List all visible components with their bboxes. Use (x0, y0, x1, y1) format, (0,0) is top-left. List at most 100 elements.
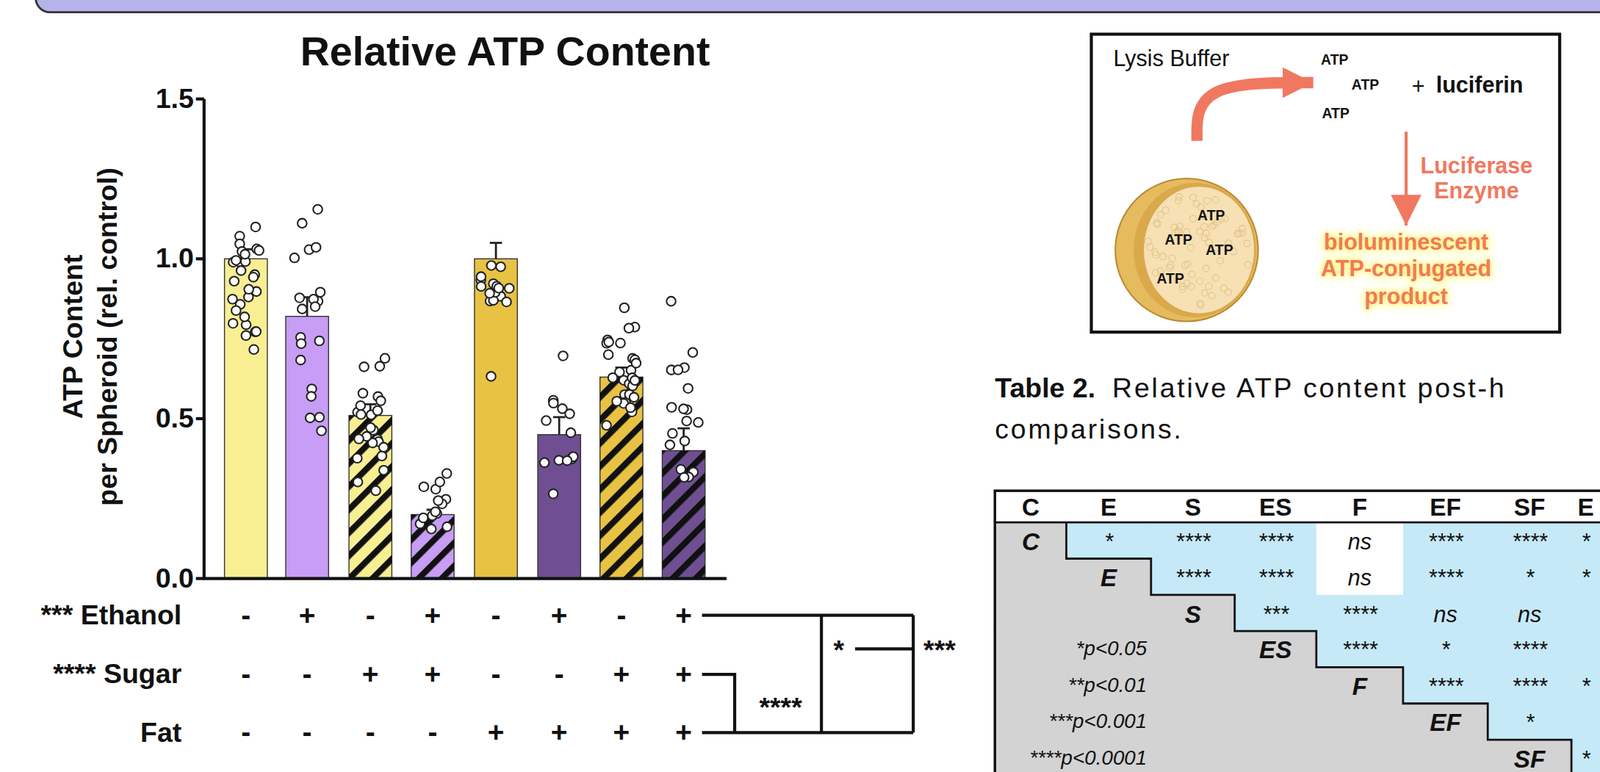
data-point (312, 204, 323, 215)
data-point (631, 358, 642, 369)
tick-label: 0.0 (155, 564, 194, 593)
table-cell-value: **** (1428, 674, 1464, 698)
table-cell (1403, 667, 1489, 704)
factor-sign: - (302, 717, 313, 748)
node-text: ATP (1205, 242, 1233, 258)
product-label: bioluminescent ATP-conjugated product (1303, 229, 1509, 311)
data-point (666, 296, 676, 307)
data-point (356, 401, 366, 411)
reaction-arrow (1196, 83, 1313, 142)
factor-sign: - (491, 600, 502, 631)
table-header: C (1021, 494, 1040, 521)
data-point (558, 351, 568, 361)
node-text: Lysis Buffer (1112, 46, 1230, 70)
table-cell (1066, 631, 1152, 668)
table-cell-value: **** (1428, 529, 1464, 554)
error-bar (239, 249, 252, 259)
bar-hatch (661, 450, 705, 579)
table-cell-value: **** (1511, 674, 1548, 698)
data-point (373, 406, 383, 416)
p-value-key: *p<0.05 (1076, 638, 1148, 660)
data-point (476, 282, 487, 292)
tick-label: 0.5 (155, 404, 194, 433)
significance-stars: * (833, 636, 845, 666)
data-point (297, 218, 308, 229)
table-cell (1234, 595, 1318, 632)
table-cell (1487, 703, 1573, 741)
data-point (484, 288, 495, 299)
table-cell (1151, 522, 1236, 560)
data-point (678, 404, 689, 414)
table-cell (1571, 739, 1600, 772)
data-point (442, 522, 452, 532)
data-point (254, 246, 264, 256)
table-row-label: EF (1429, 709, 1462, 736)
tick-label: 1.0 (155, 243, 194, 273)
error-bar (677, 428, 690, 451)
bar (537, 434, 581, 579)
p-value-key: ***p<0.001 (1049, 711, 1148, 733)
significance-stars: *** (923, 636, 956, 666)
table-cell (1571, 667, 1600, 704)
data-point (314, 336, 324, 347)
axis-tick (196, 97, 205, 101)
table-cell-value: ns (1348, 565, 1372, 590)
data-point (562, 456, 573, 466)
table-cell (1316, 595, 1404, 632)
data-point (620, 303, 630, 313)
table-cell-value: **** (1258, 565, 1294, 590)
factor-sign: + (362, 659, 380, 690)
data-point (624, 323, 634, 333)
data-point (433, 495, 443, 506)
node-text: ATP (1322, 105, 1350, 121)
table-cell (1234, 631, 1318, 668)
data-point (608, 373, 618, 383)
table-cell (1066, 558, 1152, 596)
table-rule (994, 521, 1600, 524)
table-border (994, 490, 1600, 772)
error-bar (553, 417, 566, 435)
data-point (683, 383, 693, 394)
data-point (693, 417, 704, 428)
data-point (358, 388, 369, 399)
bar (411, 514, 454, 579)
axes (196, 99, 727, 579)
table-caption: comparisons. (994, 415, 1183, 444)
table-cell-value: **** (1258, 529, 1294, 554)
node-text: bioluminescent ATP-conjugated product (1303, 229, 1509, 311)
significance-bracket (911, 615, 915, 734)
bar-hatch (348, 415, 392, 579)
table-cell (1151, 558, 1236, 596)
node-text: ATP (1197, 207, 1225, 223)
data-point (601, 420, 612, 431)
data-point (228, 318, 239, 329)
table-cell (1571, 522, 1600, 560)
data-point (297, 304, 308, 314)
table-cell (1316, 667, 1404, 704)
table-cell (994, 522, 1067, 560)
error-bar (489, 243, 503, 260)
data-point (356, 409, 366, 420)
data-point (625, 403, 636, 413)
data-point (296, 355, 306, 366)
table-cell-value: * (1525, 711, 1534, 735)
tick-label: 1.5 (155, 84, 194, 114)
data-point (231, 255, 241, 266)
table-cell-value: * (1581, 529, 1591, 554)
table-cell (1403, 703, 1489, 741)
data-point (353, 477, 363, 488)
table-cell (1403, 739, 1489, 772)
bars (224, 204, 706, 579)
table-cell (1316, 739, 1404, 772)
table-cell-value: * (1581, 674, 1591, 698)
significance-bracket (819, 615, 823, 734)
factor-sign: + (613, 717, 631, 748)
data-point (667, 429, 678, 439)
data-point (379, 465, 389, 476)
data-point (688, 348, 698, 358)
table-row-label: E (1100, 564, 1117, 591)
data-point (229, 276, 240, 287)
table-cell (1403, 558, 1489, 596)
table-staircase (1066, 522, 1600, 772)
